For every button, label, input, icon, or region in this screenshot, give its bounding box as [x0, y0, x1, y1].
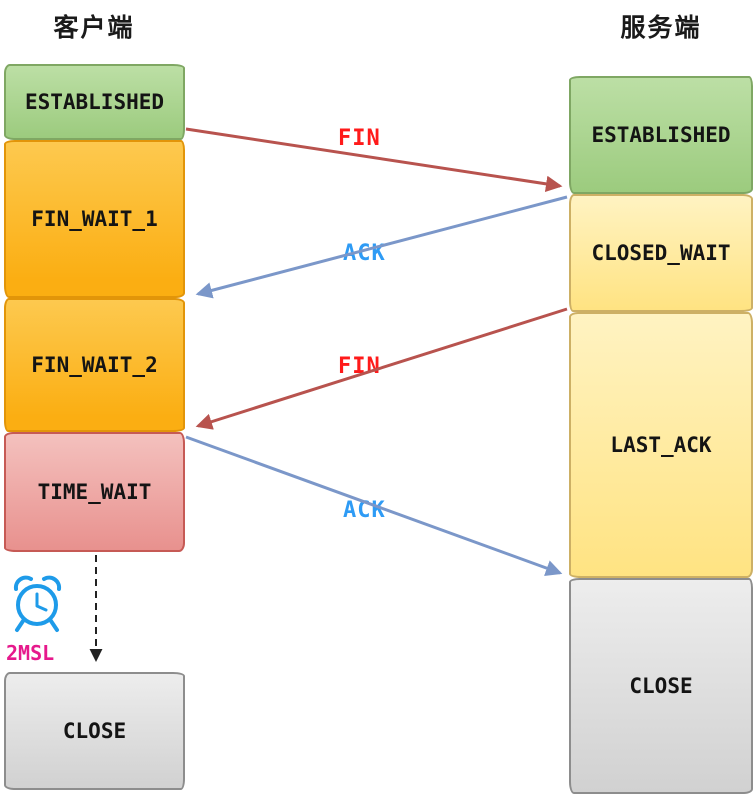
- fin-arrow-server-to-client: [195, 307, 568, 430]
- timer-2msl-label: 2MSL: [6, 641, 55, 665]
- state-label: CLOSE: [62, 719, 127, 743]
- message-label-fin-1: FIN: [338, 126, 381, 151]
- state-label: ESTABLISHED: [24, 90, 165, 114]
- state-label: ESTABLISHED: [591, 123, 731, 147]
- state-label: TIME_WAIT: [37, 480, 152, 504]
- server-state-last-ack: LAST_ACK: [569, 312, 753, 578]
- alarm-clock-icon: [13, 575, 62, 632]
- server-state-closed-wait: CLOSED_WAIT: [569, 194, 753, 312]
- state-label: CLOSE: [629, 674, 693, 698]
- server-state-established: ESTABLISHED: [569, 76, 753, 194]
- state-label: FIN_WAIT_2: [31, 353, 158, 377]
- state-label: LAST_ACK: [610, 433, 712, 457]
- ack-arrow-client-to-server: [185, 435, 563, 576]
- state-label: FIN_WAIT_1: [31, 207, 158, 231]
- state-label: CLOSED_WAIT: [591, 241, 731, 265]
- server-state-close: CLOSE: [569, 578, 753, 794]
- client-state-established: ESTABLISHED: [4, 64, 185, 140]
- client-state-fin-wait-2: FIN_WAIT_2: [4, 298, 185, 432]
- ack-arrow-server-to-client: [195, 195, 568, 299]
- client-column-title: 客户端: [53, 13, 135, 42]
- fin-arrow-client-to-server: [185, 127, 563, 193]
- client-state-time-wait: TIME_WAIT: [4, 432, 185, 552]
- client-state-fin-wait-1: FIN_WAIT_1: [4, 140, 185, 298]
- client-state-close: CLOSE: [4, 672, 185, 790]
- server-column-title: 服务端: [620, 13, 702, 42]
